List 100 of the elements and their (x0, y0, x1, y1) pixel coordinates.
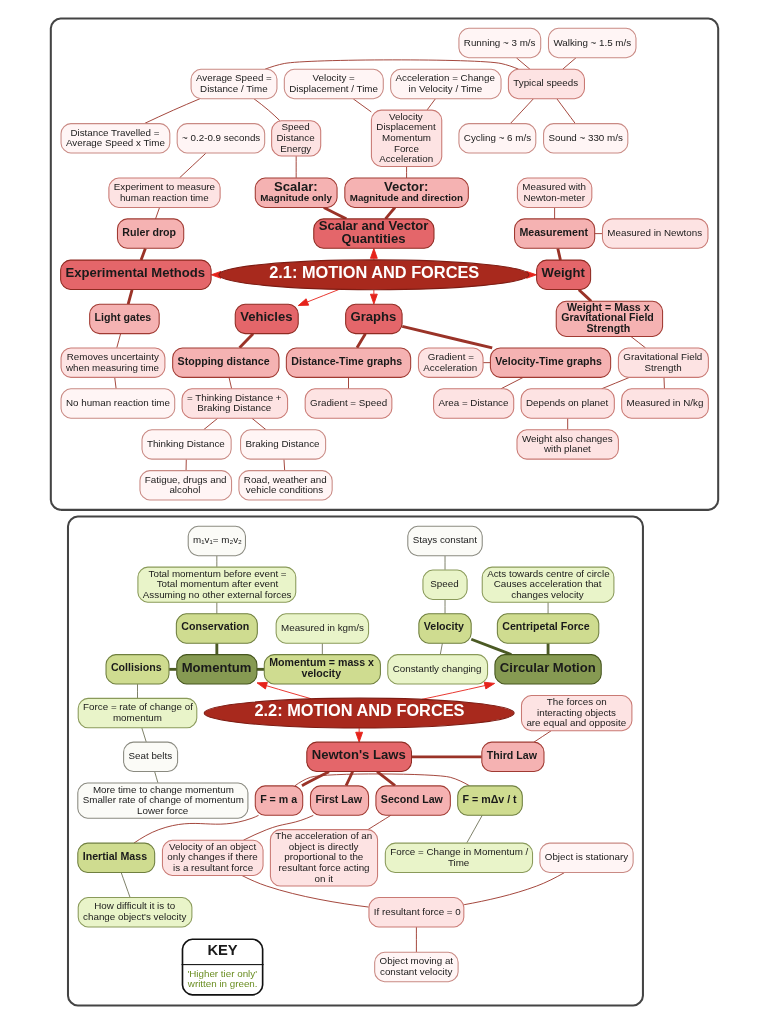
node-box: Scalar and Vector Quantities (312, 218, 434, 249)
node-box: More time to change momentum Smaller rate of change of momentum Lower force (76, 782, 248, 819)
connector (546, 643, 549, 655)
node-box: Momentum (175, 654, 257, 685)
connector (214, 643, 218, 655)
node-box: Velocity of an object only changes if there is a resultant force (161, 839, 264, 876)
connector (509, 98, 534, 124)
node-box: Velocity Displacement Momentum Force Acceleration (370, 109, 442, 168)
arrow (354, 727, 363, 743)
node-box: Typical speeds (507, 68, 585, 100)
node-box: Third Law (480, 741, 544, 773)
node-box: Fatigue, drugs and alcohol (138, 470, 232, 501)
node-box: Measured with Newton-meter (516, 177, 592, 208)
connector (593, 233, 603, 235)
node-box: Distance-Time graphs (285, 347, 411, 378)
node-box: Speed Distance Energy (270, 120, 321, 157)
node-box: No human reaction time (60, 388, 175, 419)
connector (482, 362, 491, 364)
connector (515, 57, 530, 70)
node-box: Braking Distance (239, 429, 326, 460)
node-box: Walking ~ 1.5 m/s (547, 27, 636, 59)
connector (415, 926, 417, 953)
node-box: Running ~ 3 m/s (457, 27, 541, 59)
node-box: Gradient = Speed (304, 388, 392, 419)
connector (405, 166, 407, 179)
node-box: Thinking Distance (141, 429, 232, 460)
node-box: Collisions (105, 654, 169, 685)
node-box: If resultant force = 0 (367, 897, 464, 928)
node-box: Acceleration = Change in Velocity / Time (389, 68, 502, 100)
node-box: Circular Motion (493, 654, 602, 685)
node-box: = Thinking Distance + Braking Distance (181, 388, 288, 419)
node-box: Object is stationary (538, 842, 634, 874)
connector (253, 98, 280, 122)
connector (465, 815, 483, 844)
node-box: First Law (309, 785, 369, 816)
cluster (66, 515, 644, 1007)
node-box: Sound ~ 330 m/s (542, 123, 628, 154)
node-box: Second Law (374, 785, 451, 816)
node-box: Velocity = Displacement / Time (283, 68, 384, 100)
node-box: Total momentum before event = Total momentum after event Assuming no other external forces (136, 566, 296, 603)
connector (153, 771, 158, 784)
connector (120, 872, 130, 898)
connector (411, 755, 482, 759)
node-box: ~ 0.2-0.9 seconds (176, 123, 265, 154)
node-box: Stopping distance (171, 347, 280, 378)
node-box: Weight = Mass x Gravitational Field Strength (555, 300, 663, 337)
node-box: Speed (421, 569, 468, 600)
node-box: Momentum = mass x velocity (263, 654, 381, 685)
node-box: Measurement (513, 218, 595, 249)
node-box: Experimental Methods (59, 259, 212, 291)
node-box: Stays constant (406, 525, 483, 557)
node-box: F = m a (254, 785, 303, 816)
node-box: Graphs (344, 303, 403, 335)
node-box: How difficult it is to change object's velocity (77, 897, 192, 928)
node-box: Cycling ~ 6 m/s (457, 123, 536, 154)
node-box: Road, weather and vehicle conditions (237, 470, 333, 501)
node-box: The forces on interacting objects are equal and opposite (520, 695, 632, 732)
node-box: Scalar: Magnitude only (254, 177, 338, 208)
connector (470, 637, 512, 656)
node-box: Newton's Laws (305, 741, 412, 773)
node-box: Vector: Magnitude and direction (343, 177, 469, 208)
node-box: Weight also changes with planet (515, 429, 619, 460)
arrow (256, 681, 312, 700)
node-box: Distance Travelled = Average Speed x Time (60, 123, 170, 154)
node-box: Measured in Newtons (601, 218, 708, 249)
node-box: Removes uncertainty when measuring time (60, 347, 165, 378)
node-box: Centripetal Force (496, 613, 599, 644)
node-box: Ruler drop (116, 218, 184, 249)
node-ellipse: 2.2: MOTION AND FORCES (203, 697, 515, 729)
node-box: Seat belts (122, 741, 178, 773)
arrow (297, 289, 339, 307)
node-box: Force = rate of change of momentum (77, 697, 197, 729)
node-box: Light gates (88, 303, 160, 335)
node-box: Experiment to measure human reaction time (107, 177, 221, 208)
node-box: Gradient = Acceleration (417, 347, 484, 378)
node-box: Average Speed = Distance / Time (190, 68, 277, 100)
connector (401, 325, 493, 350)
connector (140, 727, 147, 743)
node-box: Inertial Mass (76, 842, 155, 874)
connector (295, 155, 297, 179)
node-box: Acts towards centre of circle Causes acceleration that changes velocity (481, 566, 614, 603)
node-box: Force = Change in Momentum / Time (384, 842, 533, 874)
node-box: Velocity (417, 613, 472, 644)
node-box: Object moving at constant velocity (373, 951, 459, 983)
node-box: Depends on planet (520, 388, 615, 419)
connector (215, 555, 217, 568)
connector (444, 599, 445, 614)
node-box: Measured in N/kg (620, 388, 709, 419)
cluster (49, 17, 719, 511)
node-box: Constantly changing (386, 654, 488, 685)
connector (556, 98, 576, 124)
node-box: m₁v₁= m₂v₂ (187, 525, 246, 557)
connector (256, 667, 264, 671)
node-box: Measured in kgm/s (275, 613, 369, 644)
node-box: Gravitational Field Strength (617, 347, 709, 378)
connector (426, 98, 436, 111)
node-box: Conservation (175, 613, 258, 644)
arrow (369, 289, 378, 305)
node-box: Vehicles (234, 303, 299, 335)
node-box: Weight (535, 259, 591, 291)
